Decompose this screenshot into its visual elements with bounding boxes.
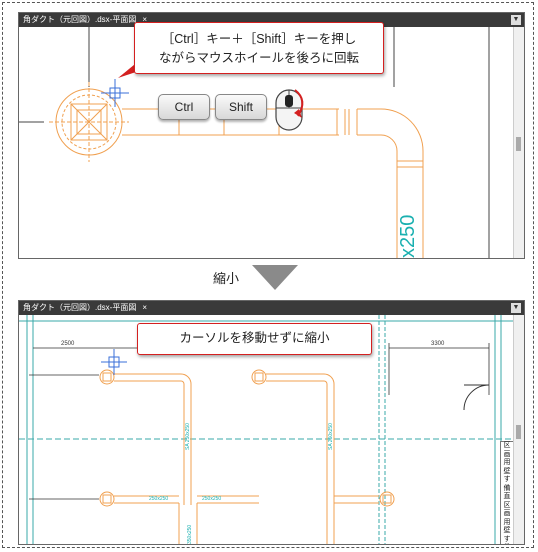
document-tab-title: 角ダクト（元回図）.dsx-平面図 xyxy=(23,15,137,24)
close-icon[interactable]: × xyxy=(142,303,148,312)
duct-size-label: SA 250x250 xyxy=(185,423,191,450)
drawing-canvas[interactable]: 2500 3300 250x250 250 xyxy=(19,315,514,544)
ctrl-key: Ctrl xyxy=(158,94,210,120)
callout-line-1: ［Ctrl］キー＋［Shift］キーを押し xyxy=(161,32,357,46)
document-tab-title: 角ダクト（元回図）.dsx-平面図 xyxy=(23,303,137,312)
dashed-frame xyxy=(2,2,534,548)
diffuser-symbol xyxy=(49,82,129,162)
side-legend-char: 壁 xyxy=(503,467,511,475)
duct-size-label: 350x250 xyxy=(187,525,193,544)
dimension-lines xyxy=(29,343,490,500)
vertical-scrollbar[interactable] xyxy=(513,27,524,258)
dimension-label: 3300 xyxy=(431,341,445,347)
door-symbol xyxy=(463,384,490,411)
window-titlebar[interactable]: 角ダクト（元回図）.dsx-平面図 × ▼ xyxy=(19,301,524,315)
duct-size-label: x250 xyxy=(397,215,419,258)
document-tab[interactable]: 角ダクト（元回図）.dsx-平面図 × xyxy=(23,13,147,27)
document-tab[interactable]: 角ダクト（元回図）.dsx-平面図 × xyxy=(23,301,147,315)
side-legend-char: 備 xyxy=(501,544,513,545)
scrollbar-thumb[interactable] xyxy=(516,425,521,439)
close-icon[interactable]: × xyxy=(142,15,148,24)
side-legend-char: 直 xyxy=(503,493,511,500)
side-legend-char: す xyxy=(503,476,511,483)
side-legend-char: 画 xyxy=(503,450,511,458)
crosshair-cursor-icon xyxy=(101,79,129,107)
callout-line-2: ながらマウスホイールを後ろに回転 xyxy=(158,51,359,65)
duct-run xyxy=(122,108,424,258)
side-legend-char: 区 xyxy=(503,501,511,509)
side-legend: 区 画 用 壁 す 備 直 区 画 用 壁 す 備 xyxy=(500,441,514,545)
side-legend-char: 備 xyxy=(503,484,511,492)
shift-key: Shift xyxy=(215,94,267,120)
side-legend-char: す xyxy=(503,535,511,543)
result-callout: カーソルを移動せずに縮小 xyxy=(137,323,372,355)
scrollbar-thumb[interactable] xyxy=(516,137,521,151)
window-menu-icon[interactable]: ▼ xyxy=(511,303,521,313)
crosshair-cursor-icon xyxy=(101,349,127,375)
side-legend-char: 区 xyxy=(503,442,511,449)
side-legend-char: 用 xyxy=(503,518,511,526)
shrink-label: 縮小 xyxy=(213,271,240,286)
vertical-scrollbar[interactable] xyxy=(513,315,524,544)
side-legend-char: 壁 xyxy=(503,527,511,534)
dimension-label: 2500 xyxy=(61,341,75,347)
side-legend-char: 用 xyxy=(503,459,511,466)
duct-size-label: SA 250x250 xyxy=(328,423,334,450)
window-menu-icon[interactable]: ▼ xyxy=(511,15,521,25)
duct-size-label: 250x250 xyxy=(202,496,221,502)
duct-size-label: 250x250 xyxy=(149,496,168,502)
duct-network xyxy=(99,369,395,544)
side-legend-char: 画 xyxy=(503,510,511,517)
instruction-callout: ［Ctrl］キー＋［Shift］キーを押し ながらマウスホイールを後ろに回転 xyxy=(134,22,384,74)
